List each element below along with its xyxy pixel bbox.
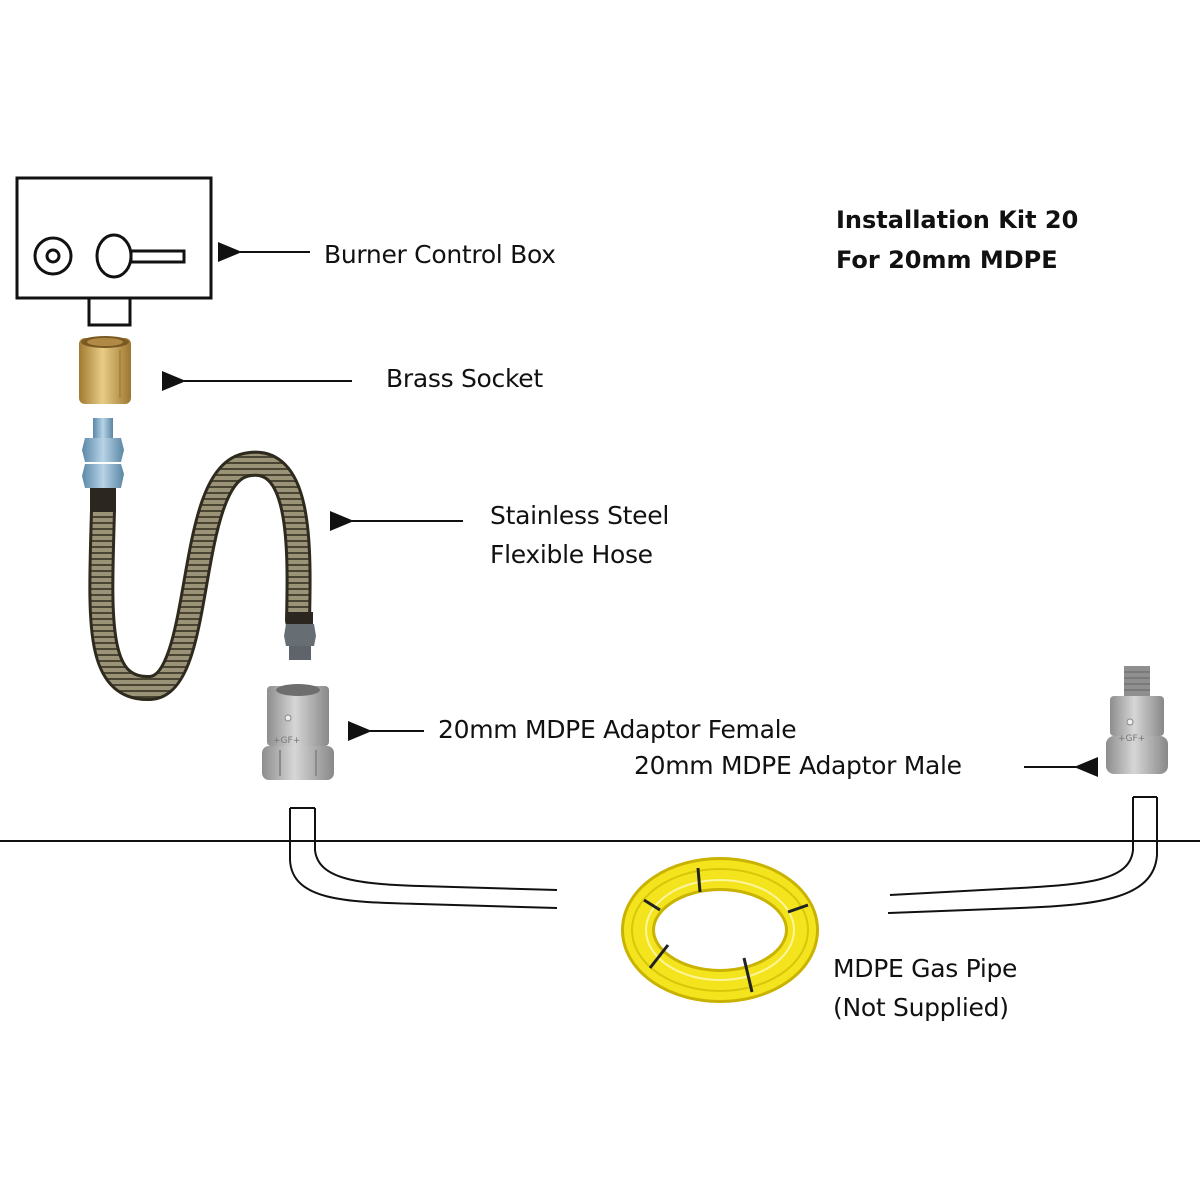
label-hose-line2: Flexible Hose — [490, 540, 653, 569]
kit-title-line1: Installation Kit 20 — [836, 206, 1079, 234]
adaptor-male-marking: +GF+ — [1118, 734, 1145, 744]
flexible-hose-icon — [82, 418, 316, 701]
label-brass-socket: Brass Socket — [386, 364, 543, 393]
label-mdpe-pipe-line2: (Not Supplied) — [833, 993, 1009, 1022]
pipe-outline-left — [289, 807, 558, 909]
brass-socket-icon — [79, 336, 131, 404]
adaptor-male-icon — [1106, 666, 1168, 774]
kit-title: Installation Kit 20 For 20mm MDPE — [836, 200, 1078, 280]
adaptor-female-icon — [262, 684, 334, 780]
label-adaptor-female: 20mm MDPE Adaptor Female — [438, 715, 797, 744]
burner-control-box-icon — [15, 176, 213, 327]
label-hose-line1: Stainless Steel — [490, 501, 669, 530]
label-burner-control-box: Burner Control Box — [324, 240, 556, 269]
adaptor-female-marking: +GF+ — [273, 736, 300, 746]
kit-title-line2: For 20mm MDPE — [836, 246, 1058, 274]
pipe-outline-right — [887, 796, 1158, 914]
label-adaptor-male: 20mm MDPE Adaptor Male — [634, 751, 962, 780]
label-mdpe-pipe-line1: MDPE Gas Pipe — [833, 954, 1018, 983]
mdpe-coil-icon — [621, 857, 819, 1003]
